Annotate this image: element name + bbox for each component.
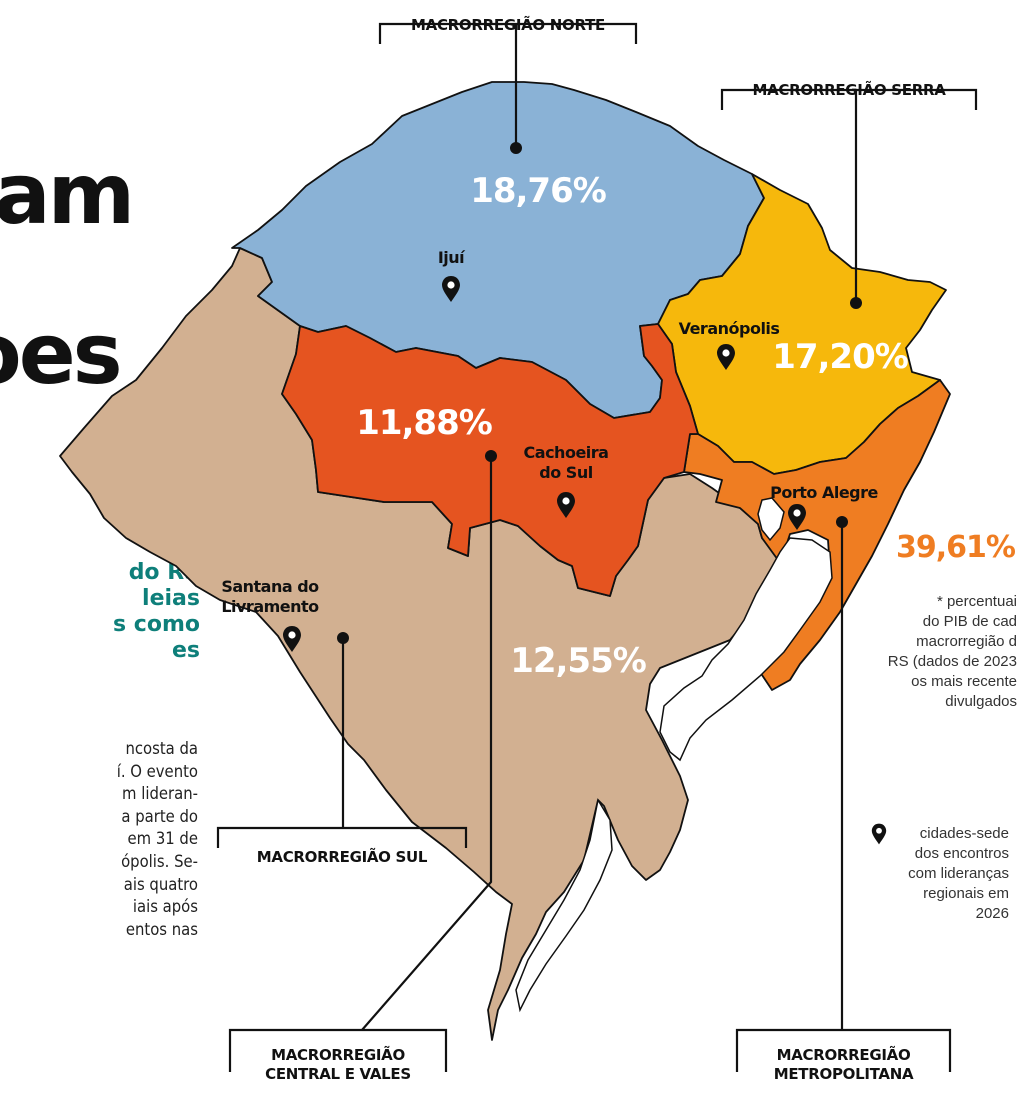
city-cachoeira-line2: do Sul	[539, 463, 592, 482]
body-line: em 31 de	[127, 829, 198, 849]
body-line: ncosta da	[125, 739, 198, 758]
article-body: ncosta da í. O evento m lideran- a parte…	[0, 738, 198, 941]
legend-text: cidades-sede dos encontros com liderança…	[859, 824, 1009, 924]
body-line: m lideran-	[122, 784, 198, 804]
percent-sul: 12,55%	[510, 641, 646, 681]
subhead: do RS leias s como es	[0, 560, 200, 664]
subhead-line: es	[171, 638, 200, 663]
percent-central: 11,88%	[356, 403, 492, 443]
pib-note-line: macrorregião d	[916, 633, 1017, 650]
legend-line: com lideranças	[908, 865, 1009, 882]
subhead-line: s como	[113, 612, 200, 637]
legend-line: regionais em	[923, 885, 1009, 902]
body-line: í. O evento	[116, 761, 198, 781]
body-line: iais após	[132, 897, 198, 917]
pib-note-line: * percentuai	[936, 593, 1017, 610]
label-metropolitana-line2: METROPOLITANA	[773, 1065, 914, 1083]
subhead-line: leias	[142, 586, 200, 611]
label-central: MACRORREGIÃO CENTRAL E VALES	[230, 1046, 446, 1084]
guaiba-inlet	[757, 497, 785, 542]
body-line: entos nas	[125, 919, 198, 939]
legend-line: 2026	[975, 905, 1009, 922]
lagoa-mirim	[515, 797, 613, 1013]
label-central-line2: CENTRAL E VALES	[265, 1065, 411, 1083]
label-central-line1: MACRORREGIÃO	[271, 1046, 405, 1064]
body-line: a parte do	[121, 806, 198, 826]
legend-line: dos encontros	[914, 845, 1009, 862]
city-veranopolis: Veranópolis	[679, 319, 780, 338]
leader-dots	[337, 142, 862, 644]
city-santana-line1: Santana do	[221, 577, 319, 596]
label-metropolitana: MACRORREGIÃO METROPOLITANA	[737, 1046, 950, 1084]
body-line: ópolis. Se-	[121, 851, 198, 871]
city-ijui: Ijuí	[438, 248, 466, 267]
headline-fragment-2: oes	[0, 305, 123, 403]
label-sul: MACRORREGIÃO SUL	[256, 848, 428, 866]
label-serra: MACRORREGIÃO SERRA	[752, 81, 946, 99]
pib-note-line: divulgados	[945, 693, 1017, 710]
body-line: ais quatro	[123, 874, 198, 894]
city-porto-alegre: Porto Alegre	[770, 483, 878, 502]
pib-note-line: RS (dados de 2023	[887, 653, 1017, 670]
percent-metropolitana: 39,61%	[896, 530, 1016, 565]
percent-norte: 18,76%	[470, 171, 606, 211]
label-norte: MACRORREGIÃO NORTE	[411, 16, 605, 34]
lagoa-dos-patos	[659, 537, 833, 762]
pib-note: * percentuai do PIB de cad macrorregião …	[847, 592, 1017, 712]
headline-fragment-1: am	[0, 145, 135, 243]
legend-line: cidades-sede	[919, 825, 1009, 842]
city-cachoeira-line1: Cachoeira	[524, 443, 609, 462]
leader-lines	[216, 22, 978, 1072]
label-metropolitana-line1: MACRORREGIÃO	[776, 1046, 911, 1064]
percent-serra: 17,20%	[772, 337, 908, 377]
city-santana-line2: Livramento	[221, 597, 319, 616]
pib-note-line: os mais recente	[911, 673, 1017, 690]
pib-note-line: do PIB de cad	[922, 613, 1017, 630]
